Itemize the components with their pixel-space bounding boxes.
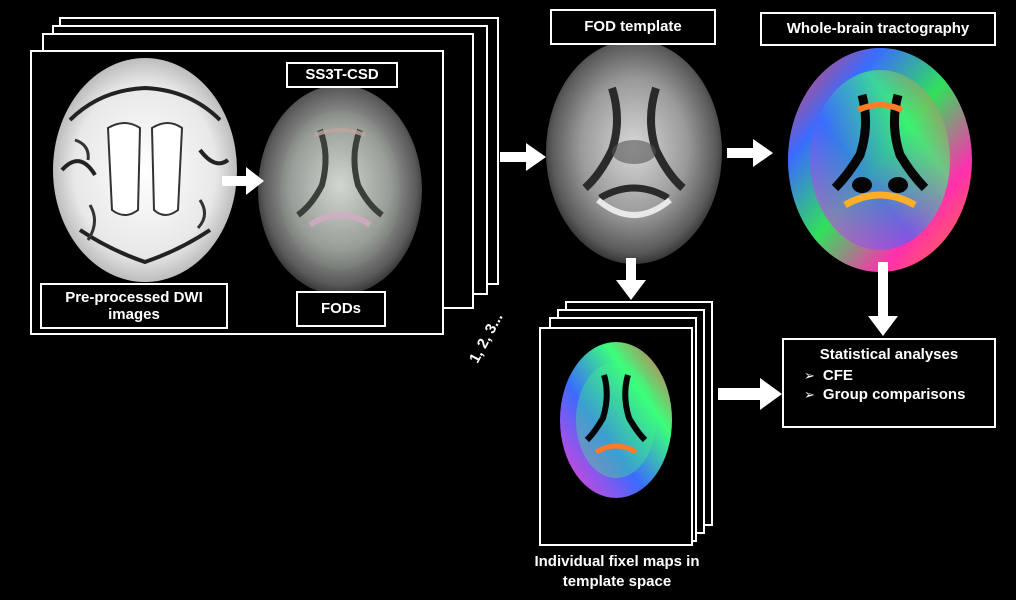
fixel-maps-label: Individual fixel maps in template space [534,553,700,590]
tractography-label: Whole-brain tractography [760,12,996,46]
fod-template-label: FOD template [550,9,716,45]
fod-brain-image [258,85,422,295]
arrowhead-bullet-icon: ➢ [804,367,815,383]
stats-item-label: CFE [822,367,853,384]
arrow-dwi-to-fods [222,167,264,195]
arrow-fixels-to-stats [718,378,782,410]
arrow-tractography-to-stats [868,262,898,336]
fod-template-brain-image [546,40,722,264]
stats-item-group-comparisons: ➢ Group comparisons [804,386,984,403]
stats-item-cfe: ➢ CFE [804,367,984,384]
arrow-template-to-fixels [616,258,646,300]
arrow-subjects-to-template [500,143,546,171]
arrowhead-bullet-icon: ➢ [804,386,815,402]
dwi-brain-image [53,58,237,282]
statistical-analyses-box: Statistical analyses ➢ CFE ➢ Group compa… [782,338,996,428]
ss3t-csd-label: SS3T-CSD [286,62,398,88]
arrow-template-to-tractography [727,139,773,167]
fixel-map-brain-image [560,342,672,498]
stats-title: Statistical analyses [819,346,959,363]
dwi-label: Pre-processed DWI images [40,283,228,329]
stats-item-label: Group comparisons [822,386,966,403]
tractography-brain-image [788,48,972,272]
fods-label: FODs [296,291,386,327]
